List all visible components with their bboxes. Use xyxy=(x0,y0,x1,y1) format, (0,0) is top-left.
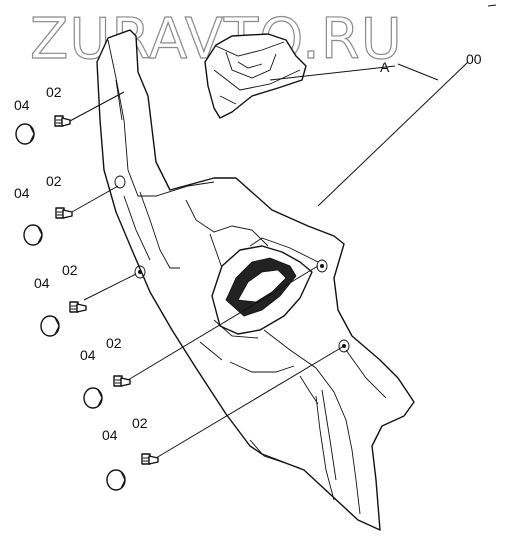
label-cap-4: 04 xyxy=(80,347,96,363)
label-section-a: A xyxy=(380,59,390,75)
label-cap-1: 04 xyxy=(14,97,30,113)
label-bolt-5: 02 xyxy=(132,415,148,431)
fastener-set-1: 04 02 xyxy=(14,84,71,145)
part-a-cover xyxy=(204,33,307,119)
label-bolt-3: 02 xyxy=(62,262,78,278)
cap-icon xyxy=(15,123,35,145)
label-assembly: 00 xyxy=(466,51,482,67)
label-cap-5: 04 xyxy=(102,427,118,443)
bolt-icon xyxy=(69,301,87,313)
hole-2 xyxy=(134,265,146,279)
label-cap-3: 04 xyxy=(34,275,50,291)
label-bolt-2: 02 xyxy=(46,173,62,189)
hole-3-center xyxy=(320,264,324,268)
hole-2-center xyxy=(138,270,142,274)
fastener-set-3: 04 02 xyxy=(34,262,87,337)
hole-3 xyxy=(316,259,328,273)
watermark: ZURAVTO.RU xyxy=(30,7,403,72)
leader-lines xyxy=(67,61,469,459)
fastener-set-4: 04 02 xyxy=(80,335,131,409)
bolt-icon xyxy=(141,453,159,465)
bolt-icon xyxy=(55,207,73,219)
fastener-set-5: 04 02 xyxy=(102,415,159,491)
bolt-icon xyxy=(54,115,71,127)
hole-4 xyxy=(338,339,350,353)
bolt-icon xyxy=(113,375,131,387)
cap-icon xyxy=(40,315,60,337)
corner-mark xyxy=(487,4,497,7)
hole-1 xyxy=(114,175,126,189)
label-bolt-1: 02 xyxy=(46,84,62,100)
mounting-holes xyxy=(114,175,350,353)
cap-icon xyxy=(106,469,126,491)
center-vent xyxy=(211,237,319,339)
label-cap-2: 04 xyxy=(14,185,30,201)
label-bolt-4: 02 xyxy=(106,335,122,351)
cap-icon xyxy=(83,387,103,409)
cap-icon xyxy=(23,224,43,246)
fastener-set-2: 04 02 xyxy=(14,173,73,246)
